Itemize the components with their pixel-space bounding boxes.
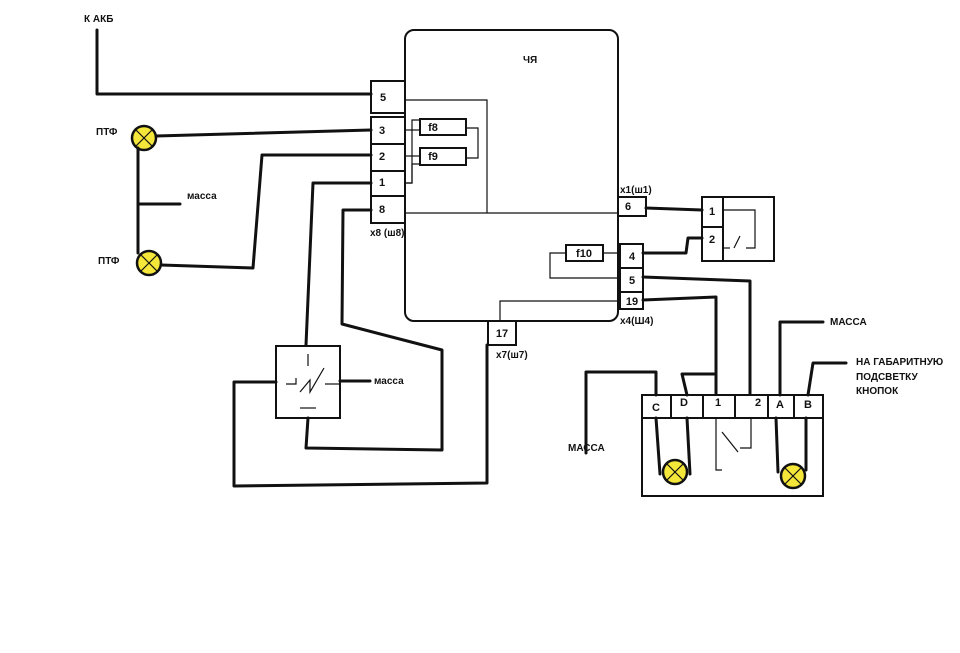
x7-label: x7(ш7) [496, 350, 528, 361]
svg-text:f9: f9 [428, 151, 438, 163]
svg-text:17: 17 [496, 328, 508, 340]
svg-text:A: A [776, 399, 784, 411]
relay-box [722, 196, 775, 262]
svg-text:1: 1 [715, 397, 721, 409]
indicator-lamp-right [779, 462, 807, 490]
svg-text:4: 4 [629, 251, 636, 263]
fuse-f9 [419, 147, 467, 166]
x8-pin-8: 8 [379, 204, 385, 216]
x8-pin-5: 5 [380, 92, 386, 104]
connector-x7-pin [487, 320, 517, 346]
svg-text:f8: f8 [428, 122, 438, 134]
main-unit-box [404, 29, 619, 322]
svg-text:f10: f10 [576, 248, 592, 260]
svg-text:5: 5 [629, 275, 635, 287]
svg-text:6: 6 [625, 201, 631, 213]
svg-text:B: B [804, 399, 812, 411]
connector-x4: 4 5 19 [619, 243, 644, 310]
main-unit-title: ЧЯ [523, 55, 537, 66]
x8-pin-3: 3 [379, 125, 385, 137]
x4-label: x4(Ш4) [620, 316, 653, 327]
akb-label: К АКБ [84, 14, 113, 25]
indicator-lamp-left [661, 458, 689, 486]
connector-x1-pin [617, 196, 647, 217]
button-connector: C D 1 2 A B [641, 394, 824, 419]
connector-x8: 5 3 2 1 8 [370, 80, 406, 224]
ptf-label-top: ПТФ [96, 127, 118, 138]
massa-right-left-label: МАССА [568, 443, 605, 454]
svg-text:2: 2 [755, 397, 761, 409]
ptf-lamp-bottom [135, 249, 163, 277]
gabarit-label-3: КНОПОК [856, 386, 899, 397]
fuse-f8 [419, 118, 467, 136]
x8-label: x8 (ш8) [370, 228, 404, 239]
gabarit-label-2: ПОДСВЕТКУ [856, 372, 919, 383]
fuse-f10 [565, 244, 604, 262]
ptf-lamp-top [130, 124, 158, 152]
massa-right-top-label: МАССА [830, 317, 867, 328]
ptf-label-bottom: ПТФ [98, 256, 120, 267]
x8-pin-1: 1 [379, 177, 385, 189]
svg-text:D: D [680, 397, 688, 409]
svg-text:C: C [652, 402, 660, 414]
relay-pin-2: 2 [709, 234, 715, 246]
relay-pin-1: 1 [709, 206, 715, 218]
x8-pin-2: 2 [379, 151, 385, 163]
svg-text:19: 19 [626, 296, 638, 308]
massa-left-label: масса [187, 191, 217, 202]
massa-switch-label: масса [374, 376, 404, 387]
gabarit-label-1: НА ГАБАРИТНУЮ [856, 357, 943, 368]
x1-label: x1(ш1) [620, 185, 652, 196]
